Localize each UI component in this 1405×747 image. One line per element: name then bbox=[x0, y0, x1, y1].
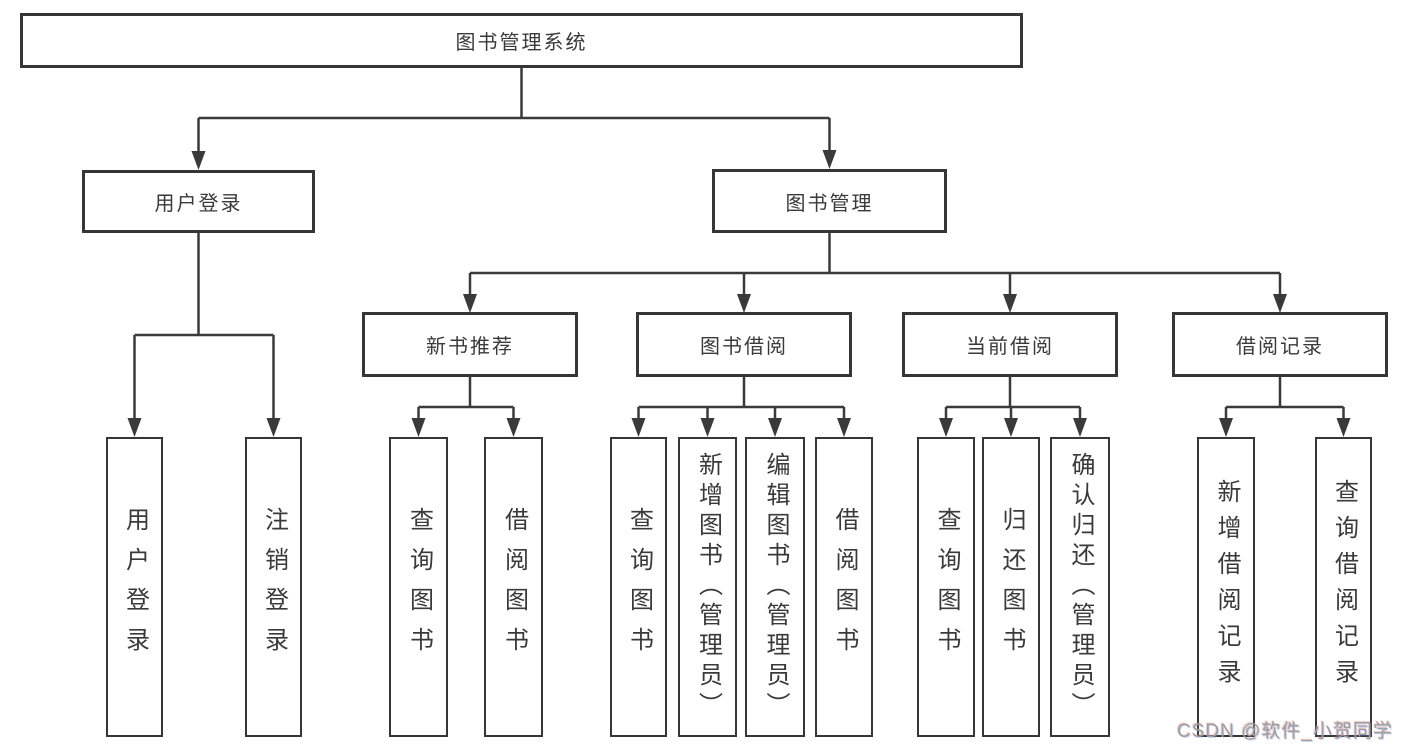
node-new-book-recommendation: 新书推荐 bbox=[362, 312, 578, 377]
leaf-return-books-label: 归还图书 bbox=[998, 507, 1025, 667]
leaf-query-borrow-record-label: 查询借阅记录 bbox=[1330, 479, 1358, 695]
leaf-query-books-recommend-label: 查询图书 bbox=[405, 507, 433, 667]
leaf-query-books-current-label: 查询图书 bbox=[933, 507, 960, 667]
leaf-borrow-books-label: 借阅图书 bbox=[831, 507, 858, 667]
leaf-add-borrow-record: 新增借阅记录 bbox=[1197, 437, 1255, 737]
leaf-add-borrow-record-label: 新增借阅记录 bbox=[1213, 479, 1240, 695]
node-book-borrowing: 图书借阅 bbox=[636, 312, 852, 377]
leaf-query-borrow-record: 查询借阅记录 bbox=[1315, 437, 1372, 737]
leaf-user-login: 用户登录 bbox=[106, 437, 163, 737]
leaf-logout-label: 注销登录 bbox=[260, 507, 288, 667]
leaf-confirm-return-admin: 确认归还（管理员） bbox=[1050, 437, 1110, 737]
leaf-edit-books-admin-label: 编辑图书（管理员） bbox=[762, 452, 789, 722]
leaf-edit-books-admin: 编辑图书（管理员） bbox=[745, 437, 805, 737]
node-current-borrowing: 当前借阅 bbox=[902, 312, 1118, 377]
leaf-query-books-current: 查询图书 bbox=[917, 437, 975, 737]
leaf-confirm-return-admin-label: 确认归还（管理员） bbox=[1067, 452, 1094, 722]
leaf-borrow-books-recommend: 借阅图书 bbox=[484, 437, 543, 737]
leaf-borrow-books: 借阅图书 bbox=[815, 437, 873, 737]
node-book-management: 图书管理 bbox=[712, 169, 947, 233]
node-borrowing-records: 借阅记录 bbox=[1172, 312, 1388, 377]
leaf-add-books-admin: 新增图书（管理员） bbox=[678, 437, 737, 737]
leaf-query-books-borrowing: 查询图书 bbox=[610, 437, 667, 737]
leaf-add-books-admin-label: 新增图书（管理员） bbox=[694, 452, 722, 722]
leaf-user-login-label: 用户登录 bbox=[121, 507, 149, 667]
csdn-watermark: CSDN @软件_小贺同学 bbox=[1177, 721, 1393, 742]
leaf-borrow-books-recommend-label: 借阅图书 bbox=[500, 507, 528, 667]
node-root-library-management-system: 图书管理系统 bbox=[20, 13, 1023, 68]
leaf-query-books-borrowing-label: 查询图书 bbox=[625, 507, 653, 667]
leaf-query-books-recommend: 查询图书 bbox=[389, 437, 448, 737]
node-user-login: 用户登录 bbox=[82, 170, 315, 233]
leaf-return-books: 归还图书 bbox=[982, 437, 1040, 737]
leaf-logout: 注销登录 bbox=[245, 437, 302, 737]
